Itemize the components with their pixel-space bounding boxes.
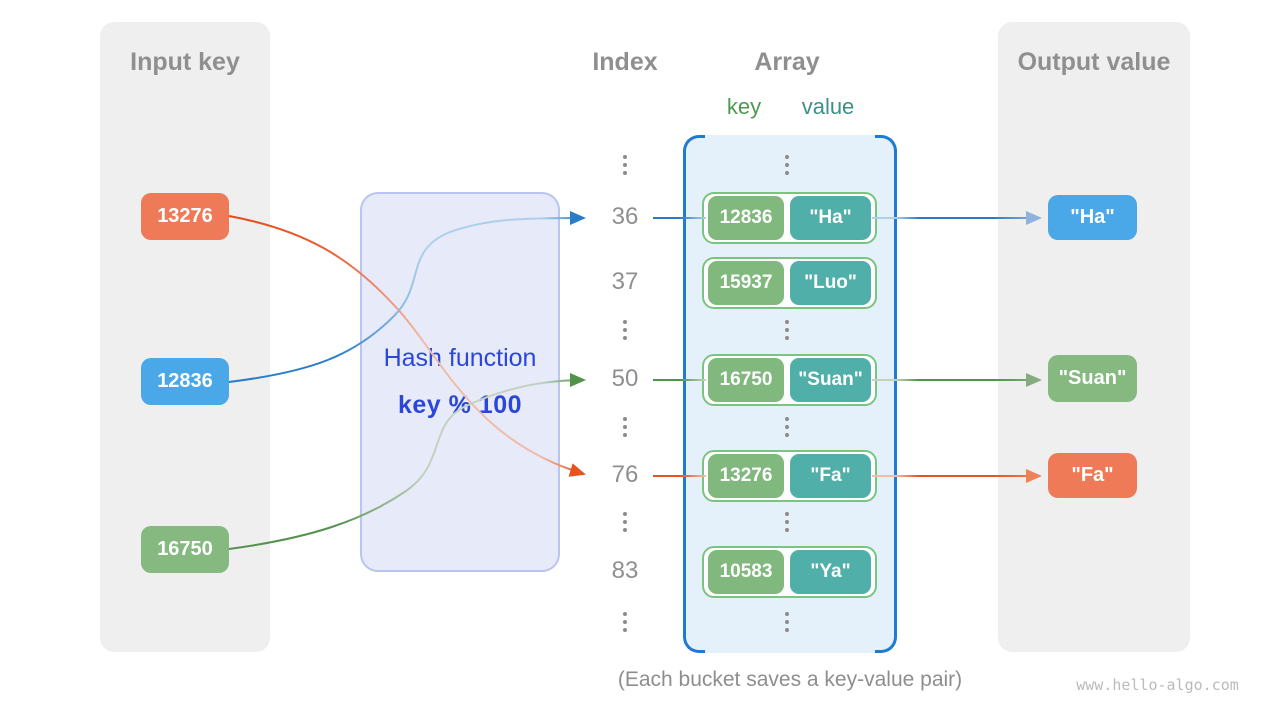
bucket-value: "Luo": [790, 261, 871, 305]
hash-function-box: Hash function key % 100: [360, 192, 560, 572]
bucket-key: 13276: [708, 454, 784, 498]
bucket-key: 15937: [708, 261, 784, 305]
index-76: 76: [611, 461, 639, 488]
hash-function-label: Hash function: [383, 344, 537, 372]
output-value-fa: "Fa": [1048, 453, 1137, 498]
bucket-key: 12836: [708, 196, 784, 240]
output-panel-title: Output value: [1017, 48, 1171, 76]
bucket-value: "Fa": [790, 454, 871, 498]
ellipsis-dots-icon: [784, 417, 790, 437]
array-bracket-left-icon: [683, 135, 705, 653]
bucket-value: "Suan": [790, 358, 871, 402]
index-column-header: Index: [592, 48, 658, 76]
bucket-value: "Ya": [790, 550, 871, 594]
input-key-12836: 12836: [141, 358, 229, 405]
index-83: 83: [611, 557, 639, 584]
bucket-row-76: 13276 "Fa": [702, 450, 877, 502]
array-column-header: Array: [754, 48, 820, 76]
caption: (Each bucket saves a key-value pair): [617, 668, 963, 691]
bucket-row-50: 16750 "Suan": [702, 354, 877, 406]
key-column-label: key: [726, 94, 762, 119]
ellipsis-dots-icon: [622, 320, 628, 340]
ellipsis-dots-icon: [622, 155, 628, 175]
ellipsis-dots-icon: [622, 417, 628, 437]
bucket-row-83: 10583 "Ya": [702, 546, 877, 598]
ellipsis-dots-icon: [784, 320, 790, 340]
watermark: www.hello-algo.com: [1076, 676, 1239, 694]
index-36: 36: [611, 203, 639, 230]
index-50: 50: [611, 365, 639, 392]
bucket-key: 10583: [708, 550, 784, 594]
ellipsis-dots-icon: [784, 612, 790, 632]
output-value-ha: "Ha": [1048, 195, 1137, 240]
ellipsis-dots-icon: [622, 612, 628, 632]
bucket-value: "Ha": [790, 196, 871, 240]
output-value-panel: Output value: [998, 22, 1190, 652]
index-37: 37: [611, 268, 639, 295]
bucket-row-36: 12836 "Ha": [702, 192, 877, 244]
ellipsis-dots-icon: [784, 155, 790, 175]
hash-function-formula: key % 100: [397, 391, 523, 419]
input-key-13276: 13276: [141, 193, 229, 240]
value-column-label: value: [801, 94, 855, 119]
input-key-16750: 16750: [141, 526, 229, 573]
ellipsis-dots-icon: [622, 512, 628, 532]
bucket-key: 16750: [708, 358, 784, 402]
output-value-suan: "Suan": [1048, 355, 1137, 402]
input-panel-title: Input key: [130, 48, 240, 76]
array-bracket-right-icon: [875, 135, 897, 653]
ellipsis-dots-icon: [784, 512, 790, 532]
bucket-row-37: 15937 "Luo": [702, 257, 877, 309]
